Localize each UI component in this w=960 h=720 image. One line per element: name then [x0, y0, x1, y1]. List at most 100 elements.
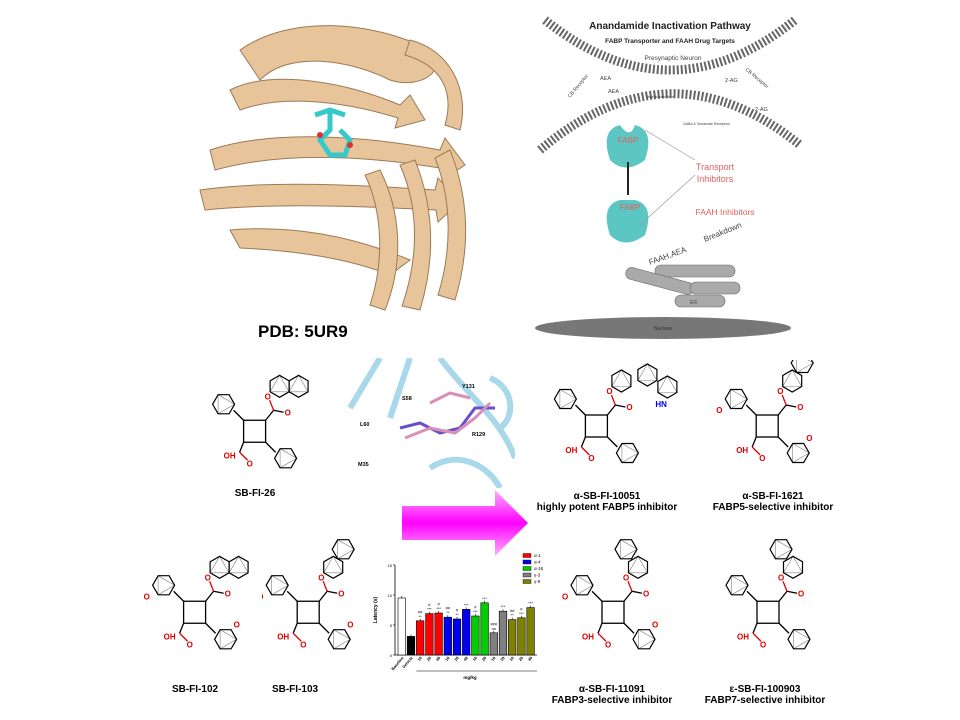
ring-double-bond	[217, 394, 236, 415]
cyclobutane-core	[584, 414, 609, 438]
pdb-label: PDB: 5UR9	[258, 322, 348, 341]
ring-double-bond	[796, 360, 814, 374]
atom-label: O	[797, 403, 803, 412]
docking-pose-image: S58 Y131 L60 R129 M35	[340, 358, 515, 488]
benzene-ring	[151, 575, 176, 596]
svg-text:CB Receptor: CB Receptor	[567, 73, 590, 99]
x-tick-label: 10	[490, 655, 497, 662]
compound-description: FABP5-selective inhibitor	[712, 502, 834, 513]
atom-label: OH	[736, 446, 748, 455]
significance-label: ***	[501, 604, 506, 609]
benzene-ring	[769, 539, 793, 560]
bond	[597, 632, 607, 642]
protein-structure-image	[199, 25, 467, 311]
compound-name: α-SB-FI-1621	[742, 491, 804, 502]
benzene-ring	[657, 375, 678, 399]
bar	[434, 612, 443, 656]
ring-double-bond	[782, 555, 804, 574]
ring-double-bond	[620, 539, 638, 560]
ring-double-bond	[793, 629, 811, 650]
svg-text:FABP Transporter and FAAH Drug: FABP Transporter and FAAH Drug Targets	[605, 38, 735, 45]
significance-label: **	[446, 610, 450, 615]
bond	[318, 590, 328, 602]
significance-label: ***	[436, 606, 441, 611]
atom-label: OH	[164, 632, 176, 641]
compound-label: SB-FI-103	[272, 684, 318, 695]
legend-swatch	[522, 566, 532, 571]
bond	[208, 581, 215, 592]
ring-double-bond	[288, 374, 309, 393]
legend-label: γ-3	[534, 573, 541, 578]
bar	[498, 610, 508, 656]
ring-double-bond	[337, 539, 355, 560]
cyclobutane-core	[756, 600, 780, 624]
bar	[406, 636, 416, 656]
bond	[777, 436, 789, 448]
benzene-ring	[327, 629, 351, 650]
benzene-ring	[637, 363, 658, 387]
significance-label: ***	[427, 607, 432, 612]
bond	[782, 581, 788, 592]
ring-double-bond	[271, 575, 289, 596]
svg-text:FAAH,AEA: FAAH,AEA	[648, 245, 688, 267]
benzene-ring	[615, 442, 640, 464]
bar	[480, 602, 489, 656]
ring-double-bond	[559, 388, 578, 410]
bond	[751, 446, 761, 456]
bond	[786, 590, 798, 594]
significance-label: #	[456, 608, 459, 613]
significance-label: #	[474, 605, 477, 610]
atom-label: O	[605, 640, 611, 649]
ring-double-bond	[775, 539, 793, 560]
bond	[268, 400, 275, 411]
ring-double-bond	[279, 448, 298, 469]
x-tick-label: 40	[527, 655, 534, 662]
bond	[273, 409, 284, 413]
compound-name: ε-SB-FI-100903	[729, 684, 801, 695]
ring-double-bond	[730, 388, 748, 410]
y-tick-label: 0	[390, 653, 393, 658]
x-axis-label: mg/kg	[463, 675, 477, 680]
y-tick-label: 5	[390, 623, 393, 628]
ring-double-bond	[621, 442, 640, 464]
compound-label: SB-FI-26	[235, 488, 276, 499]
ring-double-bond	[782, 369, 803, 387]
atom-label: O	[606, 387, 612, 396]
bond	[778, 622, 790, 634]
legend-swatch	[522, 559, 532, 565]
benzene-ring	[611, 369, 632, 393]
progression-arrow-icon	[402, 490, 528, 556]
legend-label: α-16	[534, 566, 544, 571]
svg-text:FAAH Inhibitors: FAAH Inhibitors	[695, 207, 754, 217]
bar	[397, 597, 406, 656]
ring-double-bond	[333, 629, 351, 650]
x-tick-label: 10	[416, 655, 423, 662]
y-axis-label: Latency (s)	[373, 596, 379, 623]
y-tick-label: 15	[388, 563, 393, 568]
bond	[752, 632, 762, 642]
atom-label: O	[798, 589, 804, 598]
x-tick-label: 20	[517, 655, 524, 662]
atom-label: O	[300, 640, 306, 649]
bar	[462, 609, 471, 656]
legend-swatch	[522, 553, 532, 558]
legend-label: γ-9	[534, 579, 541, 584]
bar	[508, 619, 517, 656]
svg-text:Anandamide Inactivation Pathwa: Anandamide Inactivation Pathway	[589, 21, 751, 32]
svg-text:AEA: AEA	[600, 76, 611, 82]
x-tick-label: 20	[481, 655, 488, 662]
bond	[179, 632, 189, 642]
ring-double-bond	[657, 375, 678, 393]
benzene-ring	[724, 388, 748, 410]
x-tick-label: 20	[425, 655, 432, 662]
x-tick-label: 10	[471, 655, 478, 662]
significance-label: ##	[418, 609, 423, 614]
bond	[751, 436, 757, 448]
atom-label: O	[234, 620, 240, 629]
x-tick-label: 10	[444, 655, 451, 662]
compound-name: SB-FI-102	[171, 684, 219, 695]
